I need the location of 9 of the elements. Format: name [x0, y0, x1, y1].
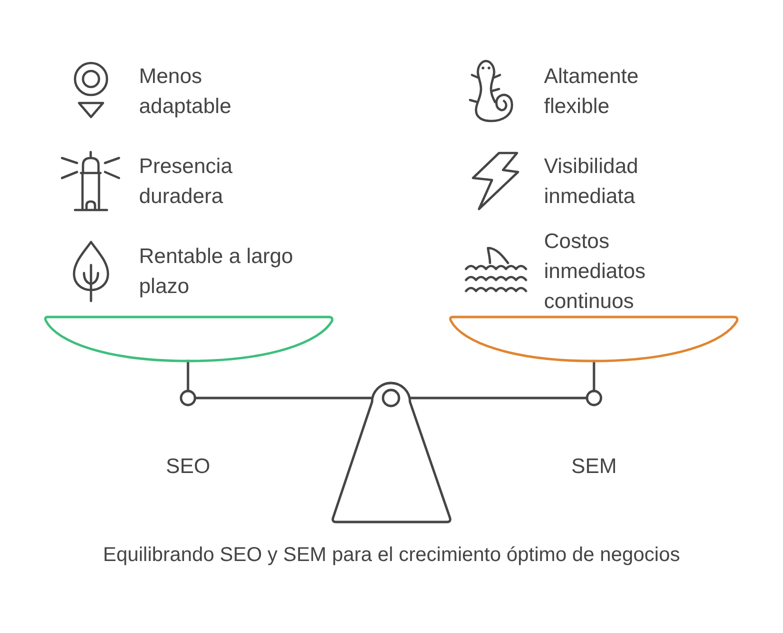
feature-text: Altamente flexible — [544, 64, 640, 120]
feature-text: Rentable a largo plazo — [139, 244, 294, 300]
feature-text: Costos inmediatos continuos — [544, 229, 647, 315]
feature-text: Presencia duradera — [139, 154, 234, 210]
pan-label: SEM — [570, 454, 618, 480]
caption: Equilibrando SEO y SEM para el crecimiento óptimo de negocios — [102, 543, 681, 568]
feature-text: Visibilidad inmediata — [544, 154, 640, 210]
pan-label: SEO — [164, 454, 212, 480]
feature-text: Menos adaptable — [139, 64, 232, 120]
